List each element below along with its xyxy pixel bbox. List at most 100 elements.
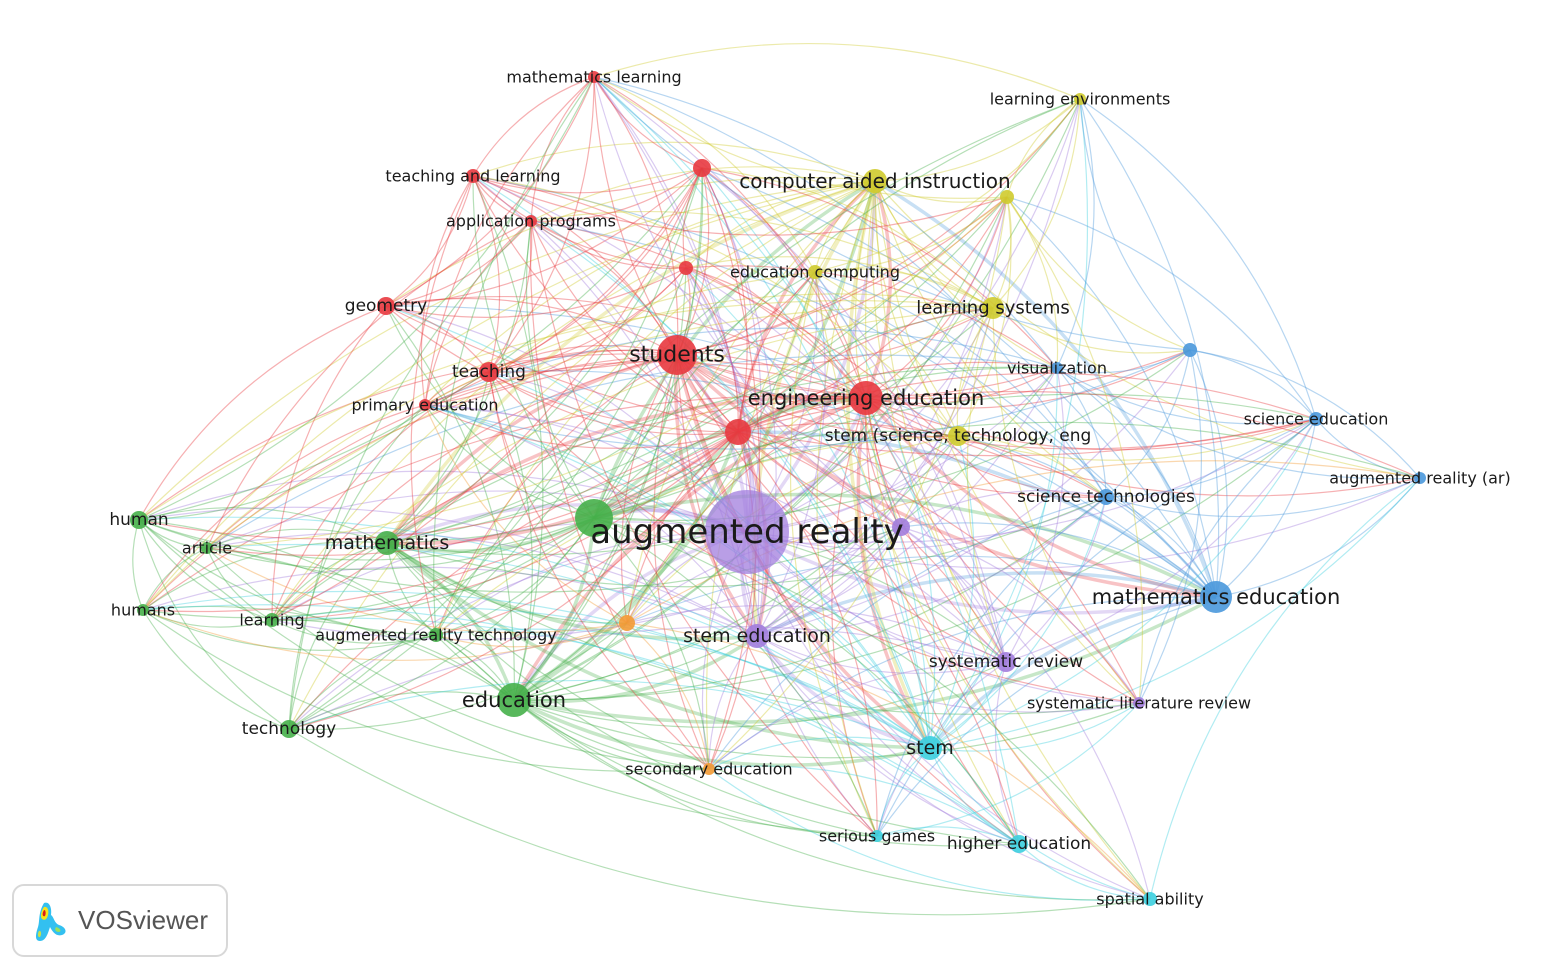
node-purple[interactable] xyxy=(1133,697,1145,709)
node-label[interactable]: geometry xyxy=(345,296,427,316)
node-green[interactable] xyxy=(201,542,213,554)
node-label[interactable]: engineering education xyxy=(748,386,985,410)
node-green[interactable] xyxy=(429,628,443,642)
node-red[interactable] xyxy=(525,215,537,227)
node-yellow[interactable] xyxy=(1000,190,1014,204)
link xyxy=(593,517,1151,900)
node-red[interactable] xyxy=(419,399,431,411)
node-orange[interactable] xyxy=(619,615,635,631)
node-label[interactable]: teaching xyxy=(452,362,526,382)
node-label[interactable]: education xyxy=(462,688,566,712)
node-cyan[interactable] xyxy=(1010,835,1028,853)
link xyxy=(746,367,1058,533)
node-label[interactable]: augmented reality (ar) xyxy=(1329,469,1511,488)
node-red[interactable] xyxy=(657,335,697,375)
node-label[interactable]: spatial ability xyxy=(1096,890,1203,909)
node-cyan[interactable] xyxy=(918,736,942,760)
node-green[interactable] xyxy=(137,604,149,616)
link xyxy=(1105,418,1317,498)
node-label[interactable]: mathematics learning xyxy=(506,68,681,87)
link xyxy=(756,635,1020,845)
node-label[interactable]: education computing xyxy=(730,263,900,282)
link xyxy=(206,354,1058,549)
link xyxy=(513,431,740,702)
node-label[interactable]: teaching and learning xyxy=(385,167,560,186)
link xyxy=(206,547,273,621)
node-label[interactable]: secondary education xyxy=(625,760,792,779)
link xyxy=(593,517,1020,845)
node-yellow[interactable] xyxy=(982,297,1004,319)
node-label[interactable]: mathematics education xyxy=(1092,585,1341,609)
node-red[interactable] xyxy=(693,159,711,177)
node-label[interactable]: computer aided instruction xyxy=(739,169,1010,193)
link xyxy=(1315,418,1421,479)
node-label[interactable]: humans xyxy=(111,601,175,620)
node-label[interactable]: application programs xyxy=(446,212,616,231)
node-label[interactable]: systematic review xyxy=(929,652,1083,672)
node-yellow[interactable] xyxy=(808,265,822,279)
link xyxy=(865,397,1020,845)
node-blue[interactable] xyxy=(1414,472,1426,484)
node-label[interactable]: learning systems xyxy=(916,298,1070,319)
node-red[interactable] xyxy=(679,261,693,275)
link xyxy=(865,180,1020,845)
node-green[interactable] xyxy=(375,531,399,555)
node-blue[interactable] xyxy=(1098,489,1114,505)
node-label[interactable]: stem education xyxy=(683,625,831,647)
node-red[interactable] xyxy=(466,169,480,183)
node-blue[interactable] xyxy=(1309,412,1323,426)
node-label[interactable]: higher education xyxy=(947,834,1091,854)
link xyxy=(386,503,748,545)
node-label[interactable]: technology xyxy=(242,719,336,739)
node-label[interactable]: article xyxy=(182,539,232,558)
node-label[interactable]: learning environments xyxy=(990,90,1171,109)
link xyxy=(472,175,544,701)
link xyxy=(929,747,1020,845)
node-orange[interactable] xyxy=(703,763,715,775)
node-blue[interactable] xyxy=(1200,581,1232,613)
node-red[interactable] xyxy=(588,71,600,83)
node-red[interactable] xyxy=(725,419,751,445)
node-label[interactable]: systematic literature review xyxy=(1027,694,1251,713)
node-label[interactable]: science technologies xyxy=(1017,487,1195,507)
link xyxy=(874,98,1081,182)
node-green[interactable] xyxy=(130,511,148,529)
node-label[interactable]: human xyxy=(109,510,168,530)
node-yellow[interactable] xyxy=(948,426,968,446)
node-label[interactable]: augmented reality technology xyxy=(315,626,556,645)
node-label[interactable]: primary education xyxy=(351,396,498,415)
node-purple[interactable] xyxy=(892,518,910,536)
node-cyan[interactable] xyxy=(871,830,883,842)
node-label[interactable]: stem xyxy=(906,737,954,759)
node-red[interactable] xyxy=(377,297,395,315)
link xyxy=(386,516,595,553)
node-label[interactable]: students xyxy=(629,343,725,368)
link xyxy=(874,179,1218,598)
node-yellow[interactable] xyxy=(1074,93,1086,105)
link xyxy=(142,590,931,749)
node-cyan[interactable] xyxy=(1143,892,1157,906)
link xyxy=(206,543,931,749)
link xyxy=(424,404,595,519)
node-green[interactable] xyxy=(497,683,531,717)
node-label[interactable]: serious games xyxy=(819,827,935,846)
node-purple[interactable] xyxy=(705,490,789,574)
node-label[interactable]: stem (science, technology, eng xyxy=(825,426,1092,446)
node-purple[interactable] xyxy=(745,624,769,648)
node-label[interactable]: visualization xyxy=(1007,359,1107,378)
node-label[interactable]: science education xyxy=(1244,410,1389,429)
node-green[interactable] xyxy=(265,613,279,627)
node-blue[interactable] xyxy=(1183,343,1197,357)
node-red[interactable] xyxy=(849,381,883,415)
node-label[interactable]: augmented reality xyxy=(590,512,904,552)
node-purple[interactable] xyxy=(996,652,1016,672)
node-blue[interactable] xyxy=(1051,362,1063,374)
node-label[interactable]: mathematics xyxy=(325,532,450,554)
node-red[interactable] xyxy=(479,362,499,382)
node-green[interactable] xyxy=(575,499,613,537)
node-label[interactable]: learning xyxy=(239,611,304,630)
node-green[interactable] xyxy=(280,720,298,738)
node-yellow[interactable] xyxy=(863,169,887,193)
link xyxy=(138,167,703,521)
